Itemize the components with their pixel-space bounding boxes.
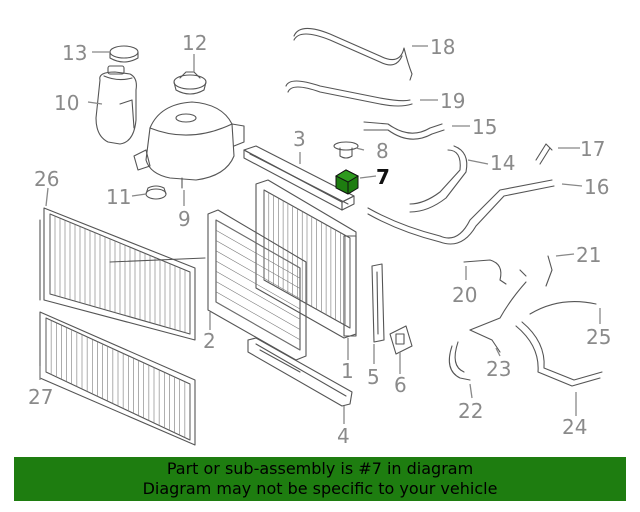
part-12-cap[interactable] [173,71,207,95]
callout-9: 9 [178,207,191,231]
callout-8: 8 [376,139,389,163]
callout-16: 16 [584,175,609,199]
part-21-hose[interactable] [545,255,553,287]
leader-lines [39,45,601,424]
callout-17: 17 [580,137,605,161]
callout-7: 7 [376,165,390,189]
part-24-hose[interactable] [515,321,603,387]
part-2-condenser[interactable] [207,209,307,361]
callout-11: 11 [106,185,131,209]
banner-line-2: Diagram may not be specific to your vehi… [142,479,498,498]
callout-labels: 1 2 3 4 5 6 7 8 9 10 11 12 13 14 15 16 1… [28,31,611,448]
callout-13: 13 [62,41,87,65]
callout-24: 24 [562,415,587,439]
part-3-radiator-support[interactable] [243,145,355,211]
part-27-lower-grille[interactable] [39,311,196,446]
info-banner: Part or sub-assembly is #7 in diagram Di… [14,457,626,501]
parts-diagram: 1 2 3 4 5 6 7 8 9 10 11 12 13 14 15 16 1… [28,27,611,448]
part-1-radiator[interactable] [255,179,357,339]
callout-6: 6 [394,373,407,397]
callout-15: 15 [472,115,497,139]
part-25-hose[interactable] [529,301,597,315]
part-16-hose[interactable] [367,179,555,245]
callout-18: 18 [430,35,455,59]
callout-22: 22 [458,399,483,423]
part-8-cap[interactable] [333,141,359,159]
callout-21: 21 [576,243,601,267]
banner-line-1: Part or sub-assembly is #7 in diagram [166,459,474,478]
part-17-hose[interactable] [535,143,553,165]
part-23-hose[interactable] [469,281,527,353]
part-6-bracket[interactable] [389,325,413,355]
callout-5: 5 [367,365,380,389]
part-19-hose[interactable] [285,80,413,107]
part-9-reservoir[interactable] [133,101,245,189]
callout-25: 25 [586,325,611,349]
part-18-hose[interactable] [293,27,413,81]
part-14-hose[interactable] [409,145,468,213]
part-22-hose[interactable] [448,341,471,381]
callout-12: 12 [182,31,207,55]
part-20-hose[interactable] [463,259,527,285]
callout-3: 3 [293,127,306,151]
part-5-bracket[interactable] [371,263,385,343]
callout-20: 20 [452,283,477,307]
callout-10: 10 [54,91,79,115]
part-26-grille[interactable] [39,207,206,341]
part-11-grommet[interactable] [145,185,167,200]
callout-27: 27 [28,385,53,409]
callout-4: 4 [337,424,350,448]
callout-2: 2 [203,329,216,353]
callout-19: 19 [440,89,465,113]
callout-14: 14 [490,151,515,175]
part-4-deflector[interactable] [247,337,353,407]
callout-23: 23 [486,357,511,381]
callout-26: 26 [34,167,59,191]
part-10-expansion-tank[interactable] [95,65,137,145]
callout-1: 1 [341,359,354,383]
part-15-hose[interactable] [363,121,445,140]
part-13-cap[interactable] [109,45,139,63]
part-7-highlighted[interactable] [334,169,360,195]
